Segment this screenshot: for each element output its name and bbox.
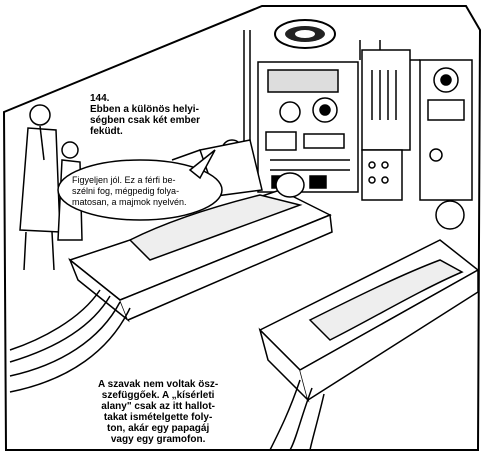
control-machine: [257, 61, 359, 193]
caption-top-line: feküdt.: [90, 126, 123, 137]
speech-bubble-shape: [57, 159, 223, 221]
caption-top-line: Ebben a különös helyi-: [90, 104, 199, 115]
caption-bottom: A szavak nem voltak ösz- szefüggőek. A „…: [98, 379, 218, 445]
caption-bottom-line: ton, akár egy papagáj: [106, 423, 210, 434]
caption-top-line: ségben csak két ember: [90, 115, 201, 126]
right-cabinet: [419, 59, 473, 201]
speech-bubble-text: Figyeljen jól. Ez a férfi be- szélni fog…: [72, 175, 187, 208]
wall-panel-right: [361, 49, 411, 201]
caption-bottom-line: vagy egy gramofon.: [110, 434, 206, 445]
caption-bottom-line: alany" csak az itt hallot-: [101, 401, 215, 412]
ceiling-lamp: [274, 19, 336, 49]
panel-number: 144.: [90, 93, 110, 104]
caption-top: 144. Ebben a különös helyi- ségben csak …: [90, 93, 200, 137]
caption-bottom-line: szefüggőek. A „kísérleti: [101, 390, 215, 401]
speech-line: Figyeljen jól. Ez a férfi be-: [72, 175, 176, 185]
speech-line: matosan, a majmok nyelvén.: [72, 197, 187, 207]
pipes: [243, 30, 420, 150]
bed-back: [68, 172, 333, 323]
caption-bottom-line: takat ismételgette foly-: [103, 412, 213, 423]
speech-line: szélni fog, mégpedig folya-: [72, 186, 180, 196]
speech-bubble-tail: [188, 149, 216, 180]
cables: [9, 289, 325, 451]
bed-front: [258, 200, 480, 403]
caption-bottom-line: A szavak nem voltak ösz-: [98, 379, 219, 390]
